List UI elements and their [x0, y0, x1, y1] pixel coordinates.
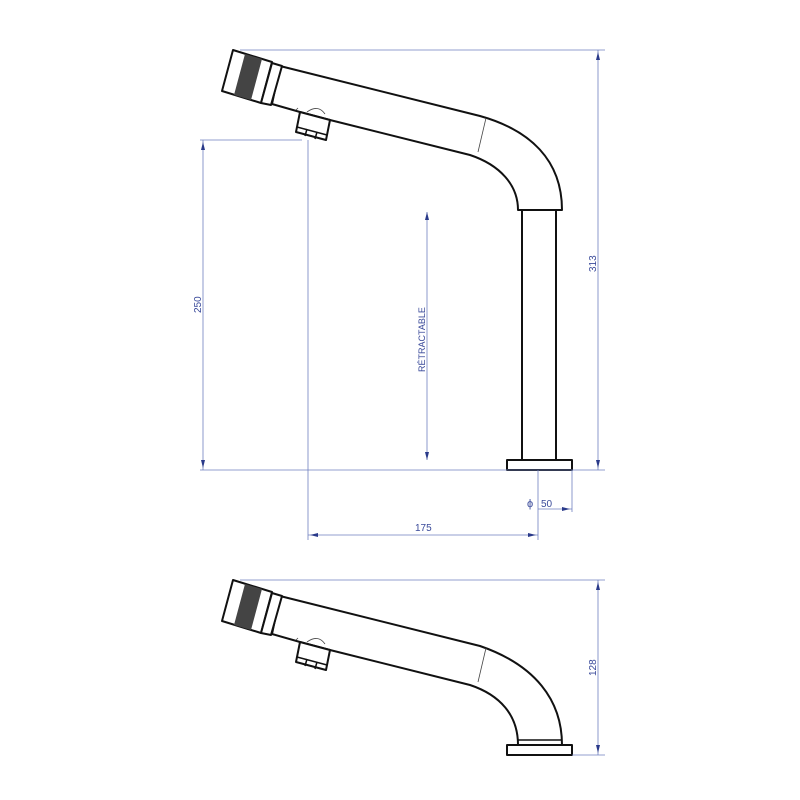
riser-pipe — [521, 209, 557, 461]
dim-250: 250 — [193, 296, 204, 313]
diameter-symbol: ϕ — [527, 498, 533, 510]
dimensions-short: 128 — [240, 579, 605, 756]
dim-128: 128 — [588, 659, 599, 676]
dim-175: 175 — [415, 523, 432, 534]
dim-313: 313 — [588, 255, 599, 272]
faucet-short — [221, 579, 573, 756]
dim-50: 50 — [541, 499, 553, 510]
base-flange — [506, 459, 573, 471]
dimensions-tall: 313 250 RÉTRACTABLE 175 ϕ 50 — [193, 49, 605, 540]
faucet-tall — [221, 49, 573, 471]
label-retractable: RÉTRACTABLE — [417, 307, 427, 372]
spout-body — [271, 595, 563, 746]
base-flange — [506, 744, 573, 756]
